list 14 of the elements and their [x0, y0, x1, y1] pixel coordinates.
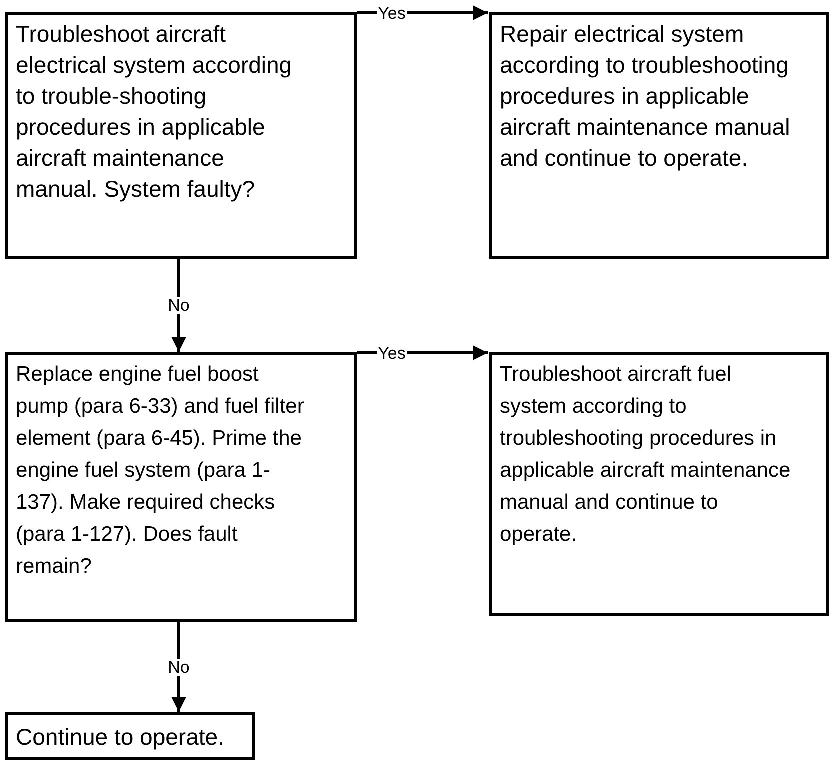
step-text: Repair electrical system according to troubleshooting procedures in applicable aircraft maintenance manual and continue to operate. — [500, 20, 792, 173]
edge-label: No — [167, 658, 191, 676]
step-text: Troubleshoot aircraft electrical system according to trouble-shooting procedures in applicable aircraft maintenance manual. System faulty? — [16, 20, 294, 204]
step-text: Troubleshoot aircraft fuel system according to troubleshooting procedures in applicable aircraft maintenance manual and continue to operate. — [500, 362, 792, 548]
process-box — [489, 12, 829, 259]
process-box — [5, 352, 357, 622]
process-box — [5, 712, 255, 760]
process-box — [5, 12, 357, 259]
edge-label: No — [167, 297, 191, 314]
edge-label: Yes — [377, 344, 407, 362]
process-box — [489, 352, 829, 616]
step-text: Replace engine fuel boost pump (para 6-33) and fuel filter element (para 6-45). Prime the engine fuel system (para 1-137). Make required checks (para 1-127). Does fault remain? — [16, 362, 306, 580]
edge-label: Yes — [377, 4, 407, 22]
step-text: Continue to operate. — [16, 723, 226, 752]
